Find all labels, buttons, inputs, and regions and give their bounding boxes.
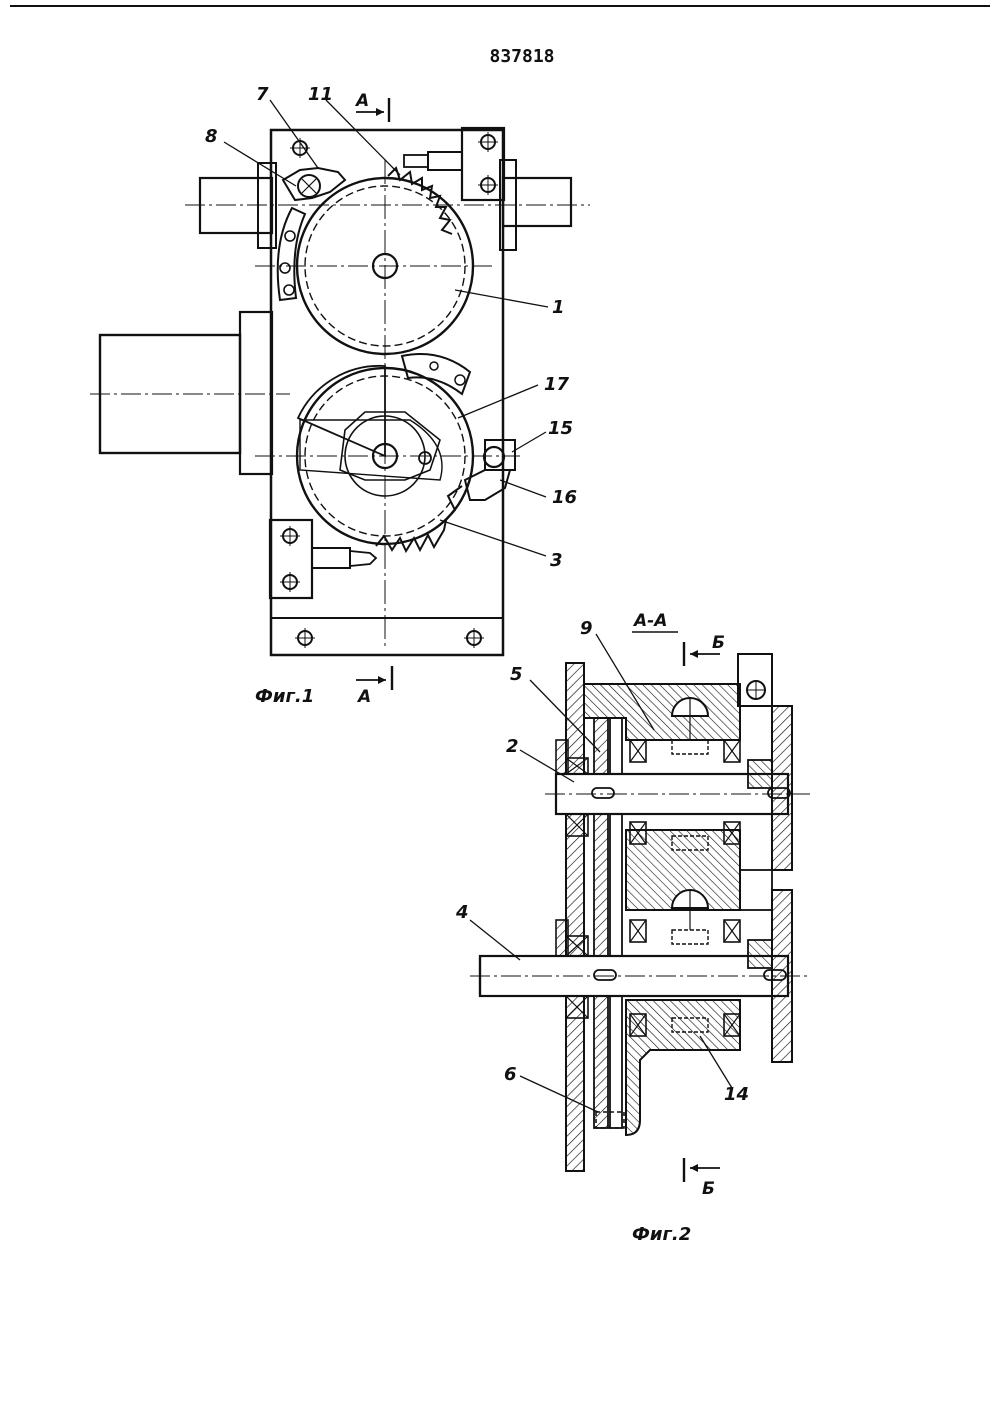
leader-4 bbox=[470, 920, 520, 960]
right-hub-upper bbox=[748, 760, 772, 788]
right-hub-lower bbox=[748, 940, 772, 968]
fig1-label-16: 16 bbox=[552, 487, 577, 508]
fig1-label-17: 17 bbox=[544, 374, 570, 395]
right-shaft-stub bbox=[503, 178, 571, 226]
figure-1: А А 8 7 11 1 17 15 16 3 Фиг.1 bbox=[90, 84, 590, 707]
figure-2: Б Б А-А 5 9 2 4 6 14 Фиг.2 bbox=[455, 611, 810, 1245]
lower-stop-bracket bbox=[270, 520, 312, 598]
fig2-section-title: А-А bbox=[632, 611, 667, 631]
fig1-label-7: 7 bbox=[256, 84, 269, 105]
leader-1 bbox=[455, 290, 548, 307]
fig1-label-8: 8 bbox=[205, 126, 218, 147]
bushing-lower bbox=[556, 920, 568, 956]
leader-8 bbox=[224, 142, 296, 186]
middle-sector-plate bbox=[402, 354, 470, 394]
motor-flange bbox=[240, 312, 272, 474]
fig2-section-marker-top-label: Б bbox=[712, 633, 725, 653]
upper-plunger bbox=[428, 152, 462, 170]
pawl-pivot-15 bbox=[484, 447, 504, 467]
fig2-caption: Фиг.2 bbox=[632, 1224, 691, 1245]
fig1-label-3: 3 bbox=[550, 550, 563, 571]
leader-7 bbox=[270, 100, 318, 168]
housing-lower bbox=[626, 1000, 740, 1135]
roller-upper-top bbox=[672, 740, 708, 754]
fig2-label-9: 9 bbox=[580, 618, 593, 639]
lower-plunger-tip bbox=[350, 551, 376, 566]
right-spacer bbox=[740, 870, 772, 910]
fig1-label-15: 15 bbox=[548, 418, 573, 439]
leader-6 bbox=[520, 1076, 598, 1112]
leader-15 bbox=[512, 432, 546, 452]
fig2-label-2: 2 bbox=[506, 736, 519, 757]
right-ratchet-disk-upper bbox=[772, 706, 792, 870]
housing-plate bbox=[271, 130, 503, 655]
fig1-label-1: 1 bbox=[552, 297, 565, 318]
leader-3 bbox=[440, 520, 546, 556]
patent-number: 837818 bbox=[489, 46, 554, 67]
fig1-caption: Фиг.1 bbox=[255, 686, 314, 707]
fig2-label-4: 4 bbox=[455, 902, 469, 923]
fig2-label-6: 6 bbox=[504, 1064, 517, 1085]
bushing-upper bbox=[556, 740, 568, 774]
fig2-label-5: 5 bbox=[510, 664, 523, 685]
section-marker-top-label: А bbox=[354, 91, 369, 111]
roller-lower-top bbox=[672, 930, 708, 944]
lower-plunger bbox=[312, 548, 350, 568]
fig1-label-11: 11 bbox=[308, 84, 333, 105]
fig2-label-14: 14 bbox=[724, 1084, 749, 1105]
leader-16 bbox=[500, 480, 546, 497]
leader-17 bbox=[458, 385, 538, 418]
section-marker-bottom-label: А bbox=[356, 687, 371, 707]
right-ratchet-disk-lower bbox=[772, 890, 792, 1062]
fig2-section-marker-bottom-label: Б bbox=[702, 1179, 715, 1199]
upper-plunger-tip bbox=[404, 155, 428, 167]
